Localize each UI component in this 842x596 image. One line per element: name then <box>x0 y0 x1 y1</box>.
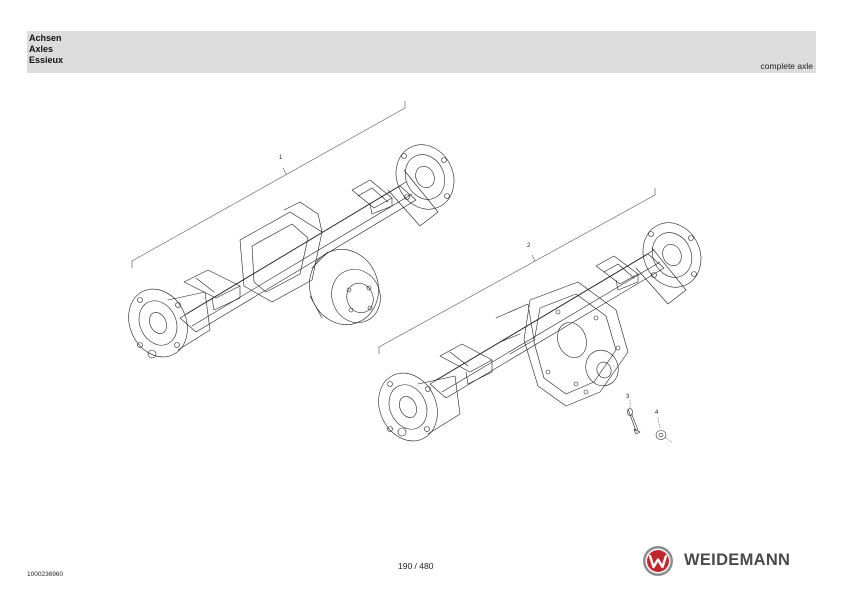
title-de: Achsen <box>29 33 62 43</box>
callout-bracket-1 <box>131 100 406 269</box>
section-subtitle: complete axle <box>760 61 813 71</box>
callout-label-4: 4 <box>655 410 659 416</box>
page-number: 190 / 480 <box>398 561 434 571</box>
document-id: 1000236960 <box>27 571 64 578</box>
callout-label-3: 3 <box>626 394 630 400</box>
brand-name: WEIDEMANN <box>684 551 791 569</box>
axle-1-illustration <box>128 144 455 359</box>
axle-2-illustration <box>378 222 702 442</box>
weidemann-logo-icon <box>643 546 673 576</box>
callout-label-2: 2 <box>527 243 531 249</box>
callout-label-1: 1 <box>279 155 283 161</box>
part-4-washer <box>655 417 673 443</box>
title-fr: Essieux <box>29 55 64 65</box>
callout-bracket-2 <box>378 187 656 355</box>
section-titles: Achsen Axles Essieux <box>29 33 63 66</box>
page-header: Achsen Axles Essieux complete axle <box>27 31 816 73</box>
part-3-bolt <box>627 399 641 435</box>
title-en: Axles <box>29 44 54 54</box>
